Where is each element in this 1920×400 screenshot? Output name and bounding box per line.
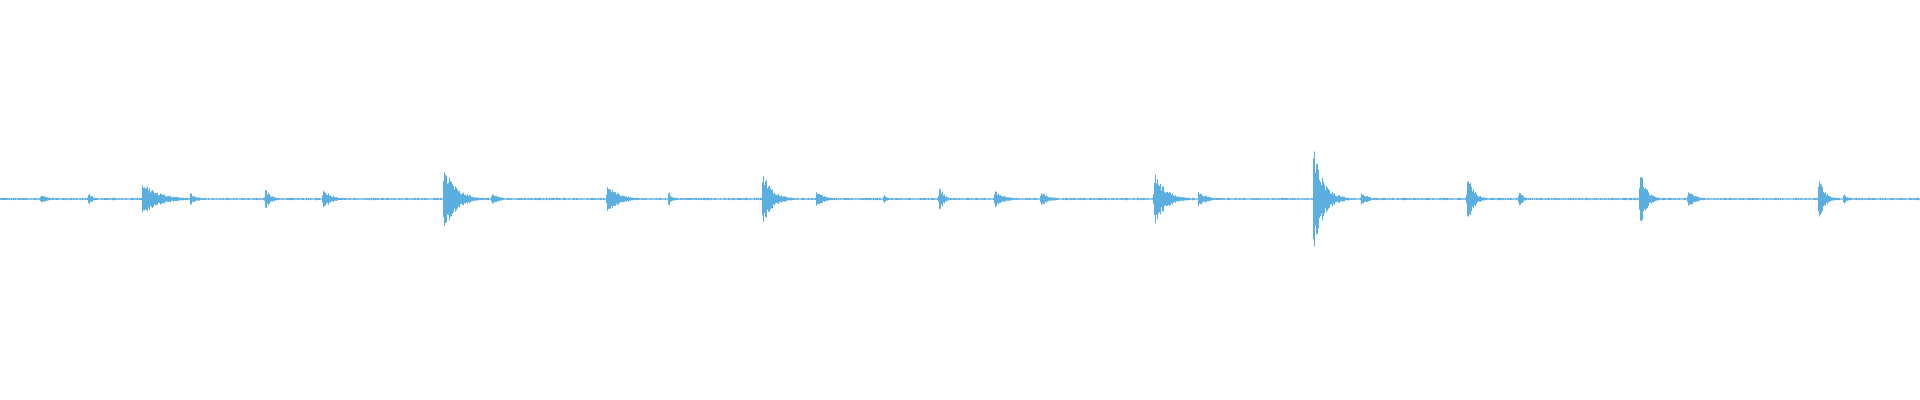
waveform-bars xyxy=(0,151,1920,247)
